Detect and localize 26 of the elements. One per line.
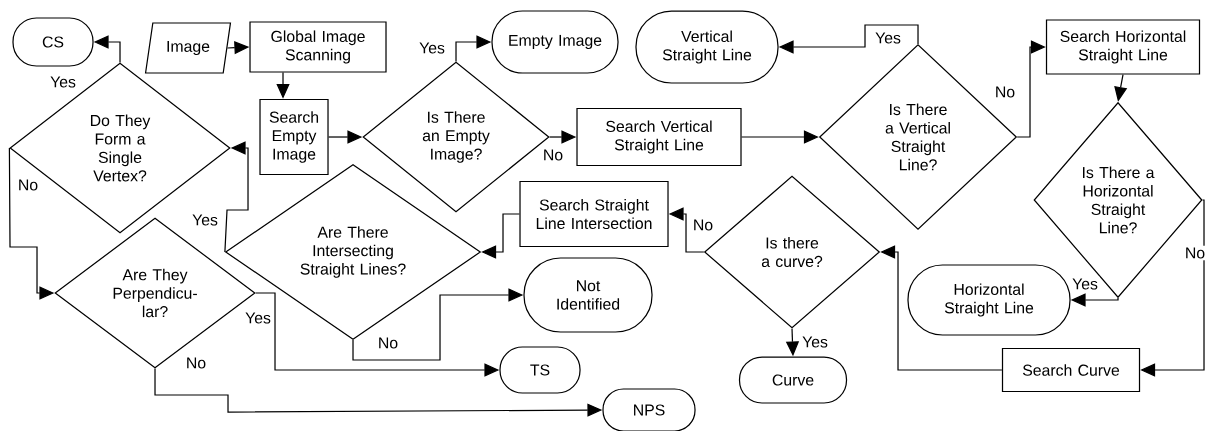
edge-label: Yes	[873, 30, 903, 46]
process-box: Search Curve	[1001, 347, 1141, 393]
terminal-box: Curve	[738, 356, 848, 404]
terminal-box: NPS	[602, 388, 696, 431]
terminal-box: Vertical Straight Line	[635, 10, 779, 84]
terminal-box: CS	[12, 17, 94, 67]
edge-label: Yes	[1070, 276, 1100, 292]
edge-label: No	[16, 177, 40, 193]
terminal-box: Horizontal Straight Line	[907, 264, 1071, 336]
edge-label: No	[184, 355, 208, 371]
edge-label: Yes	[800, 334, 830, 350]
edge-label: No	[541, 147, 565, 163]
terminal-box: Not Identified	[523, 257, 653, 333]
process-box: Search Horizontal Straight Line	[1045, 19, 1201, 75]
process-box: Search Empty Image	[259, 98, 329, 176]
edge-label: No	[993, 84, 1017, 100]
process-box: Search Straight Line Intersection	[519, 180, 669, 248]
terminal-box: Empty Image	[491, 10, 619, 74]
terminal-box: TS	[499, 346, 581, 394]
edge-label: Yes	[48, 74, 78, 90]
edge-label: Yes	[417, 40, 447, 56]
process-box: Search Vertical Straight Line	[576, 107, 742, 167]
arrow	[224, 141, 249, 253]
edge-label: No	[1183, 245, 1207, 261]
process-box: Global Image Scanning	[249, 21, 387, 73]
input-parallelogram: Image	[144, 22, 232, 74]
